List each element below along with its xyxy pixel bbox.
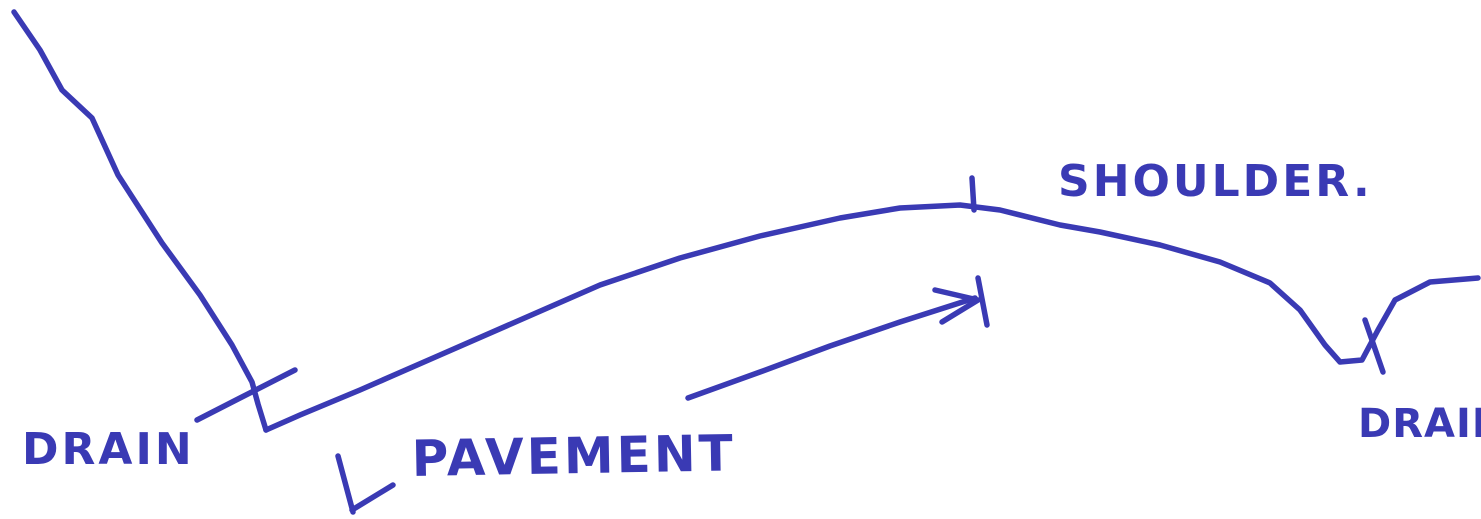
- right-drain-tick: [1362, 317, 1386, 375]
- left-embankment-slope: [11, 9, 269, 433]
- pavement-arrow-left-head: [335, 453, 396, 515]
- pavement-arrow-right-head: [932, 287, 981, 325]
- shoulder-label: SHOULDER.: [1058, 156, 1373, 207]
- left-drain-tick: [194, 367, 298, 423]
- pavement-arrow-right-shaft: [685, 295, 978, 401]
- pavement-label: PAVEMENT: [411, 424, 736, 488]
- shoulder-edge-tick: [969, 175, 977, 213]
- road-surface-profile: [263, 202, 1481, 433]
- drain-right-label: DRAIN: [1358, 401, 1481, 447]
- pavement-arrow-right-stop: [975, 275, 990, 328]
- drain-left-label: DRAIN: [22, 424, 195, 475]
